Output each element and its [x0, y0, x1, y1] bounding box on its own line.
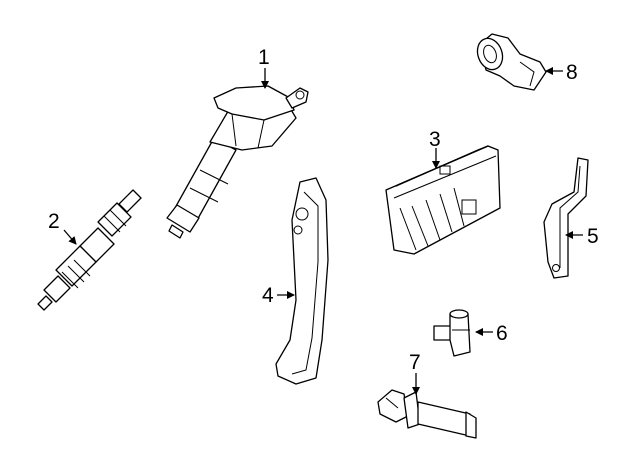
spark-plug-part[interactable] [37, 189, 142, 311]
callout-labels: 1 2 3 4 5 6 7 8 [48, 46, 599, 374]
bracket-part[interactable] [275, 177, 329, 385]
callout-4: 4 [262, 284, 274, 307]
leader-line-2 [63, 229, 77, 245]
callout-1: 1 [258, 46, 270, 69]
callout-2: 2 [48, 210, 60, 233]
callout-7: 7 [409, 351, 421, 374]
crankshaft-position-sensor-part[interactable] [377, 389, 477, 439]
mounting-bracket-part[interactable] [543, 157, 589, 279]
callout-3: 3 [429, 128, 441, 151]
callout-6: 6 [496, 322, 508, 345]
camshaft-position-sensor-part[interactable] [433, 309, 471, 357]
callout-8: 8 [566, 61, 578, 84]
ignition-coil-part[interactable] [166, 85, 309, 239]
leader-lines [63, 67, 583, 395]
callout-5: 5 [587, 225, 599, 248]
engine-control-module-part[interactable] [385, 145, 501, 255]
knock-sensor-part[interactable] [473, 33, 547, 91]
